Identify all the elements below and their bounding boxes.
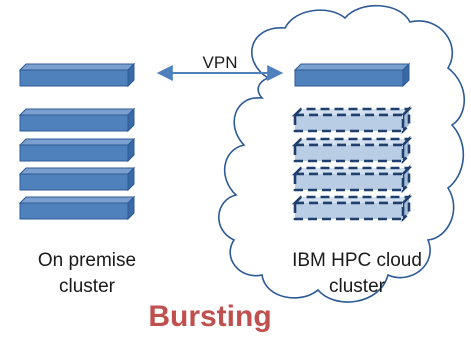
- cloud-server-burst: [291, 135, 413, 165]
- cloud-server-solid: [293, 62, 411, 88]
- on-premise-cluster-label: On premise cluster: [12, 248, 162, 300]
- on-premise-servers: [18, 62, 136, 221]
- on-premise-server: [18, 137, 136, 163]
- cloud-label-line2: cluster: [329, 276, 385, 297]
- cloud-server-burst: [291, 105, 413, 135]
- on-premise-server: [18, 195, 136, 221]
- on-premise-server: [18, 107, 136, 133]
- cloud-label-line1: IBM HPC cloud: [292, 250, 422, 271]
- cloud-servers: [291, 62, 413, 223]
- vpn-label: VPN: [202, 53, 238, 72]
- on-premise-server: [18, 166, 136, 192]
- cloud-server-burst: [291, 164, 413, 194]
- cloud-cluster-label: IBM HPC cloud cluster: [282, 248, 432, 300]
- diagram-title: Bursting: [148, 300, 272, 333]
- on-premise-label-line2: cluster: [59, 276, 115, 297]
- on-premise-server: [18, 62, 136, 88]
- on-premise-label-line1: On premise: [37, 250, 137, 271]
- cloud-server-burst: [291, 193, 413, 223]
